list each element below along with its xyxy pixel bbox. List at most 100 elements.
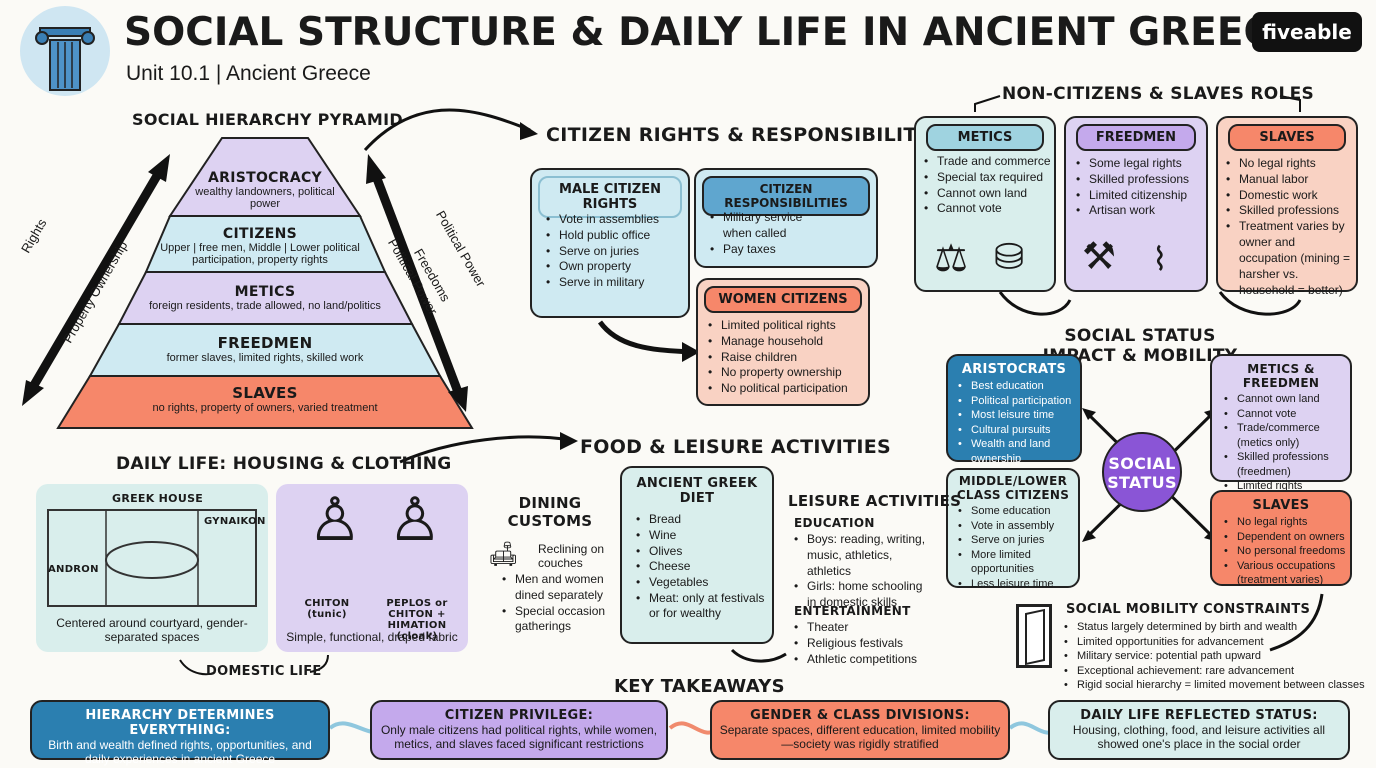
brand-logo: fiveable (1252, 12, 1362, 52)
peplos-label: PEPLOS or CHITON + HIMATION (cloak) (386, 598, 448, 642)
list-item: Olives (636, 544, 772, 560)
pyramid-graphic (22, 137, 474, 429)
list-item: Serve on juries (546, 244, 659, 260)
level-name: ARISTOCRACY (208, 170, 322, 186)
list-item: Military service when called (710, 210, 810, 242)
takeaway-card-daily-life: DAILY LIFE REFLECTED STATUS: Housing, cl… (1048, 700, 1350, 760)
scales-icon: ⚖ (934, 238, 969, 280)
list-item: Athletic competitions (794, 652, 917, 668)
level-citizens: CITIZENS Upper | free men, Middle | Lowe… (160, 226, 360, 266)
list-item: Bread (636, 512, 772, 528)
aristocrats-card: ARISTOCRATS Best education Political par… (946, 354, 1082, 465)
list-item: Special tax required (924, 170, 1051, 186)
middle-class-card: MIDDLE/LOWER CLASS CITIZENS Some educati… (946, 468, 1080, 591)
entertainment-list: Theater Religious festivals Athletic com… (794, 620, 917, 667)
takeaway-text: Housing, clothing, food, and leisure act… (1072, 723, 1326, 751)
list-item: Theater (794, 620, 917, 636)
dining-recline: Reclining on couches (538, 542, 605, 570)
list-item: Cannot own land (1224, 392, 1350, 407)
clothing-caption: Simple, functional, draped fabric (286, 630, 458, 644)
list-item: Best education (958, 379, 1080, 394)
list-item: Own property (546, 259, 659, 275)
broom-icon: ⌇ (1152, 241, 1168, 277)
door-icon (1016, 604, 1052, 668)
list-item: Manage household (708, 334, 848, 350)
slaves-status-card: SLAVES No legal rights Dependent on owne… (1210, 490, 1352, 586)
peplos-figure-icon: ♙ (388, 486, 442, 553)
list-item: Some education (958, 504, 1078, 519)
list-item: Most leisure time (958, 408, 1080, 423)
list-item: Exceptional achievement: rare advancemen… (1064, 664, 1365, 679)
diet-list: Bread Wine Olives Cheese Vegetables Meat… (636, 512, 772, 621)
metics-title: METICS (926, 124, 1044, 151)
column-icon (35, 27, 95, 91)
metics-card: METICS Trade and commerce Special tax re… (914, 116, 1056, 292)
level-aristocracy: ARISTOCRACY wealthy landowners, politica… (190, 170, 340, 210)
food-title: FOOD & LEISURE ACTIVITIES (580, 436, 891, 458)
clothing-card: ♙ ♙ CHITON (tunic) PEPLOS or CHITON + HI… (276, 484, 468, 652)
education-list: Boys: reading, writing, music, athletics… (794, 532, 930, 611)
list-item: Cannot vote (924, 201, 1051, 217)
list-item: Cannot own land (924, 186, 1051, 202)
chiton-label: CHITON (tunic) (304, 598, 350, 620)
column-logo (20, 6, 110, 96)
constraints-list: Status largely determined by birth and w… (1064, 620, 1365, 693)
pyramid-title: SOCIAL HIERARCHY PYRAMID (132, 110, 403, 129)
list-item: Limited citizenship (1076, 188, 1189, 204)
list-item: Dependent on owners (1224, 530, 1350, 545)
list-item: Domestic work (1226, 188, 1354, 204)
list-item: Status largely determined by birth and w… (1064, 620, 1365, 635)
list-item: No personal freedoms (1224, 544, 1350, 559)
house-label: GREEK HOUSE (112, 492, 204, 505)
list-item: Girls: home schooling in domestic skills (794, 579, 930, 611)
women-citizens-list: Limited political rights Manage househol… (708, 318, 848, 397)
leisure-title: LEISURE ACTIVITIES (788, 492, 962, 510)
list-item: Wine (636, 528, 772, 544)
social-status-center: SOCIAL STATUS (1102, 432, 1182, 512)
list-item: Some legal rights (1076, 156, 1189, 172)
slaves-roles-title: SLAVES (1228, 124, 1346, 151)
slaves-roles-list: No legal rights Manual labor Domestic wo… (1226, 156, 1354, 298)
constraints-title: SOCIAL MOBILITY CONSTRAINTS (1066, 602, 1311, 617)
page-title: SOCIAL STRUCTURE & DAILY LIFE IN ANCIENT… (124, 10, 1299, 55)
list-item: No political participation (708, 381, 848, 397)
gynaikon-label: GYNAIKON (204, 516, 266, 527)
list-item: Rigid social hierarchy = limited movemen… (1064, 678, 1365, 693)
level-name: METICS (234, 284, 296, 300)
list-item: Religious festivals (794, 636, 917, 652)
aristocrats-title: ARISTOCRATS (961, 362, 1067, 377)
level-desc: foreign residents, trade allowed, no lan… (149, 300, 381, 312)
list-item: Raise children (708, 350, 848, 366)
list-item: Hold public office (546, 228, 659, 244)
male-citizen-card: MALE CITIZEN RIGHTS Vote in assemblies H… (530, 168, 690, 318)
metics-freedmen-card: METICS & FREEDMEN Cannot own land Cannot… (1210, 354, 1352, 493)
aristocrats-list: Best education Political participation M… (958, 379, 1080, 466)
takeaway-title: HIERARCHY DETERMINES EVERYTHING: (85, 708, 275, 738)
list-item: Vote in assemblies (546, 212, 659, 228)
list-item: No property ownership (708, 365, 848, 381)
couch-icon: 🛋 (488, 541, 519, 568)
education-heading: EDUCATION (794, 516, 875, 530)
list-item: Cultural pursuits (958, 423, 1080, 438)
slaves-status-title: SLAVES (1252, 498, 1310, 513)
list-item: Vegetables (636, 575, 772, 591)
level-desc: former slaves, limited rights, skilled w… (166, 352, 364, 364)
middle-class-list: Some education Vote in assembly Serve on… (958, 504, 1078, 591)
takeaway-text: Birth and wealth defined rights, opportu… (48, 738, 312, 766)
takeaway-card-divisions: GENDER & CLASS DIVISIONS: Separate space… (710, 700, 1010, 760)
level-name: SLAVES (232, 384, 298, 402)
list-item: Skilled professions (1226, 203, 1354, 219)
list-item: Skilled professions (1076, 172, 1189, 188)
level-desc: no rights, property of owners, varied tr… (152, 402, 378, 414)
level-freedmen: FREEDMEN former slaves, limited rights, … (130, 334, 400, 364)
metics-freedmen-list: Cannot own land Cannot vote Trade/commer… (1224, 392, 1350, 494)
dining-list: Men and women dined separately Special o… (502, 572, 614, 635)
list-item: Special occasion gatherings (502, 604, 614, 636)
takeaway-title: GENDER & CLASS DIVISIONS: (750, 708, 970, 723)
noncitizens-title: NON-CITIZENS & SLAVES ROLES (1002, 84, 1315, 104)
list-item: Trade and commerce (924, 154, 1051, 170)
list-item: Limited rights (1224, 479, 1350, 494)
level-name: FREEDMEN (217, 334, 313, 352)
responsibilities-list: Military service when called Pay taxes (710, 210, 810, 257)
list-item: Less leisure time (958, 577, 1078, 592)
